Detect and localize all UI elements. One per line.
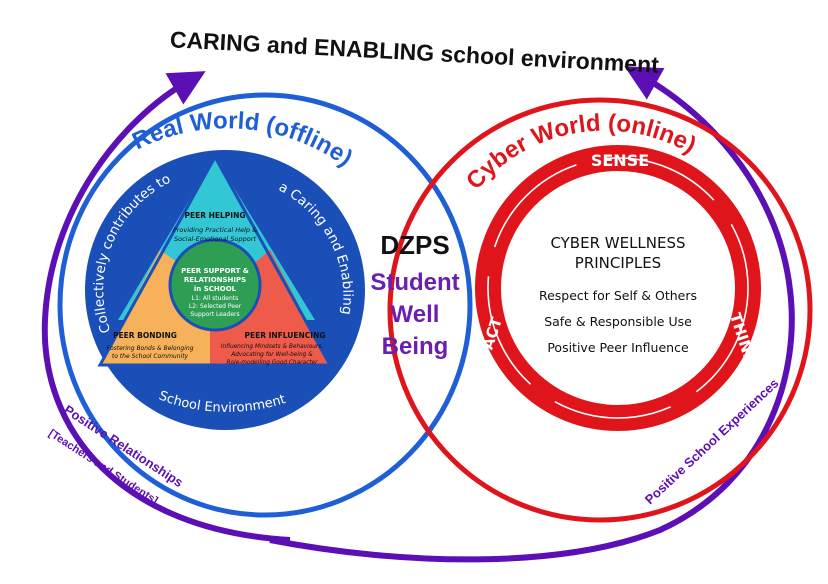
cyber-principle-1: Respect for Self & Others — [539, 288, 697, 303]
peer-helping-line2: Social-Emotional Support — [174, 235, 256, 243]
peer-bonding-line1: Fostering Bonds & Belonging — [107, 345, 194, 352]
center-line4: L1: All students — [192, 295, 239, 302]
middle-line4: Being — [382, 333, 449, 360]
middle-line2: Student — [370, 269, 459, 296]
center-line6: Support Leaders — [190, 311, 239, 318]
middle-line3: Well — [391, 301, 440, 328]
cyber-principle-2: Safe & Responsible Use — [544, 314, 692, 329]
sense-label: SENSE — [591, 151, 649, 170]
peer-bonding-line2: to the School Community — [112, 353, 189, 360]
peer-influencing-line2: Advocating for Well-being & — [230, 352, 313, 358]
triangle-outline — [97, 153, 333, 367]
cyber-heading-line2: PRINCIPLES — [575, 254, 661, 272]
top-title: CARING and ENABLING school environment — [169, 26, 659, 78]
real-world-circle — [57, 92, 473, 518]
cyber-world-circle — [387, 97, 813, 523]
center-line5: L2: Selected Peer — [189, 303, 242, 310]
peer-bonding-title: PEER BONDING — [113, 331, 177, 340]
outer-loop-arrow-left — [41, 71, 291, 543]
peer-influencing-title: PEER INFLUENCING — [244, 331, 325, 340]
middle-line1: DZPS — [380, 230, 449, 260]
center-line1: PEER SUPPORT & — [181, 267, 249, 275]
peer-influencing-line1: Influencing Mindsets & Behaviours, — [221, 344, 324, 350]
center-line2: RELATIONSHIPS — [184, 276, 246, 284]
peer-influencing-line3: Role-modelling Good Character — [226, 360, 318, 366]
cyber-principle-3: Positive Peer Influence — [547, 340, 689, 355]
peer-helping-line1: Providing Practical Help & — [173, 226, 257, 234]
peer-support-center — [168, 238, 262, 332]
cyber-heading-line1: CYBER WELLNESS — [550, 234, 685, 252]
peer-helping-title: PEER HELPING — [184, 211, 245, 220]
center-line3: in SCHOOL — [194, 285, 237, 293]
cyber-cycle-inner-line — [487, 157, 749, 419]
